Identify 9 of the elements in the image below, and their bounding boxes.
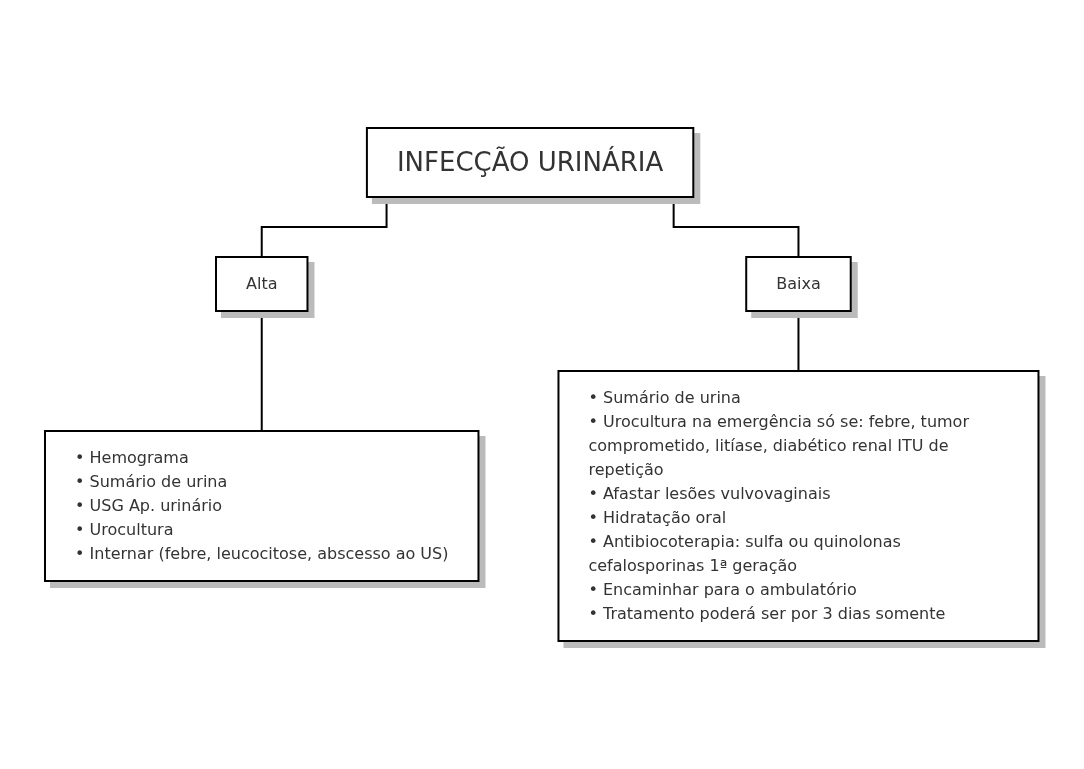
node-box: Alta [215, 256, 309, 312]
connector [797, 310, 800, 372]
node-box: • Hemograma • Sumário de urina • USG Ap. urinário • Urocultura • Internar (febre, leucocitose, abscesso ao US) [44, 430, 480, 582]
connector [672, 196, 800, 258]
node-box: INFECÇÃO URINÁRIA [366, 127, 695, 198]
node-box: • Sumário de urina • Urocultura na emergência só se: febre, tumor comprometido, litíase, diabético renal ITU de repetição • Afastar lesões vulvovaginais • Hidratação oral • Antibiocoterapia: sulfa ou quinolonas cefalosporinas 1ª geração • Encaminhar para o ambulatório • Tratamento poderá ser por 3 dias somente [557, 370, 1040, 642]
connector [261, 310, 263, 432]
node-box: Baixa [745, 256, 852, 312]
connector [261, 196, 388, 258]
